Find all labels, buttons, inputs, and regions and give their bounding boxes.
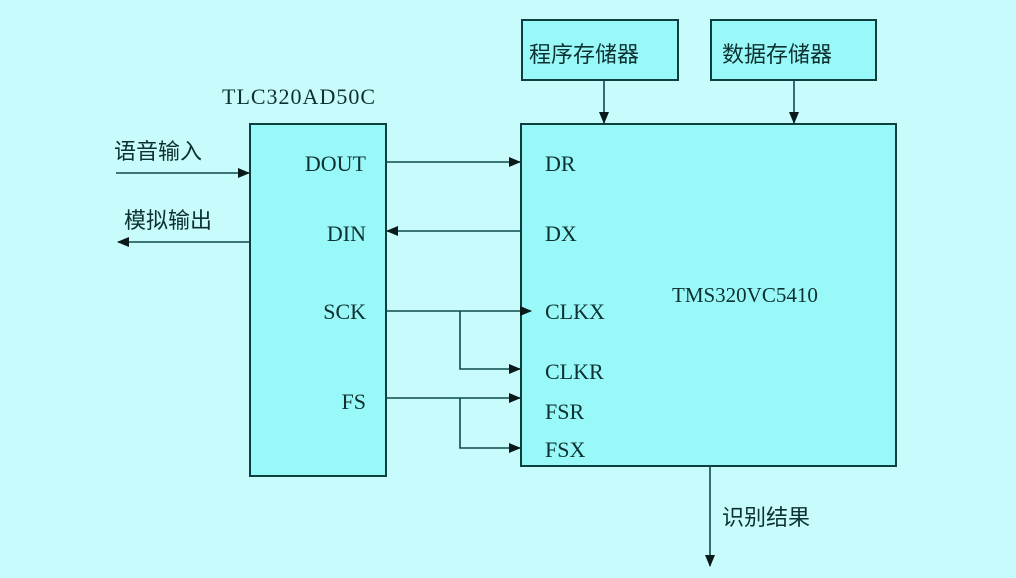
analog-output-label: 模拟输出 <box>124 209 213 234</box>
codec-pin-fs: FS <box>341 389 366 414</box>
recognition-result-label: 识别结果 <box>722 506 811 531</box>
fs-fsx-arrow <box>459 398 521 453</box>
voice-input-label: 语音输入 <box>114 140 203 165</box>
data-memory-label: 数据存储器 <box>722 43 833 68</box>
sck-clkr-arrow <box>459 311 521 374</box>
dsp-pin-clkx: CLKX <box>545 299 605 324</box>
codec-pin-dout: DOUT <box>304 151 366 176</box>
data-memory-box <box>710 19 877 81</box>
dsp-box <box>520 123 897 467</box>
dsp-pin-fsr: FSR <box>545 399 585 424</box>
codec-name: TLC320AD50C <box>222 84 376 109</box>
dsp-pin-fsx: FSX <box>545 437 586 462</box>
dsp-pin-dx: DX <box>545 221 577 246</box>
codec-pin-sck: SCK <box>323 299 366 324</box>
dsp-name: TMS320VC5410 <box>672 283 818 307</box>
codec-box <box>249 123 387 477</box>
program-memory-label: 程序存储器 <box>529 43 640 68</box>
program-memory-box <box>521 19 679 81</box>
dsp-pin-dr: DR <box>545 151 576 176</box>
dsp-pin-clkr: CLKR <box>545 359 604 384</box>
codec-pin-din: DIN <box>326 221 366 246</box>
